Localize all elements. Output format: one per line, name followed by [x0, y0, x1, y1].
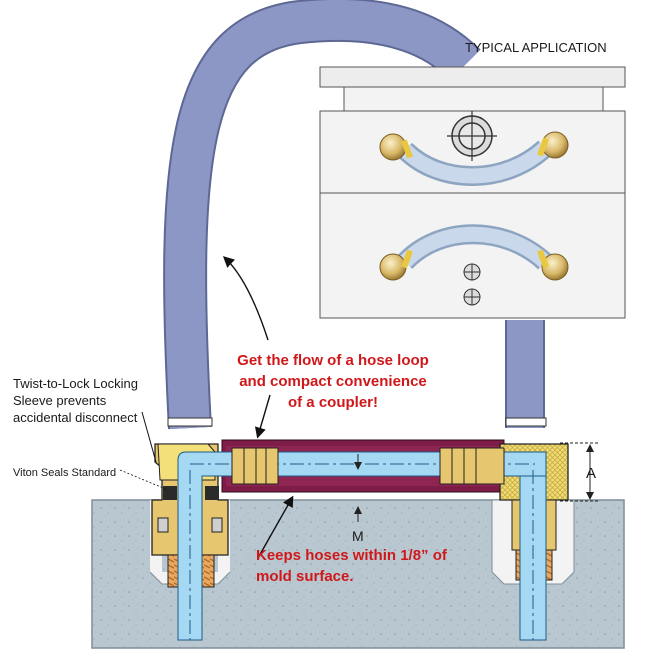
- inset-title: TYPICAL APPLICATION: [465, 40, 607, 55]
- sleeve-arrow: [254, 394, 271, 439]
- twist-lock-line-2: Sleeve prevents: [13, 393, 107, 408]
- viton-seals-label: Viton Seals Standard: [13, 467, 116, 479]
- hose-loop: [163, 0, 547, 430]
- viton-seal-leader: [119, 469, 169, 491]
- inset-hose-bottom: [379, 224, 569, 281]
- headline-line-3: of a coupler!: [288, 394, 378, 411]
- surface-note-line-1: Keeps hoses within 1/8” of: [256, 547, 448, 564]
- dimension-m-label: M: [352, 528, 364, 544]
- port-screw-icon: [463, 263, 481, 306]
- headline-line-2: and compact convenience: [239, 373, 427, 390]
- dimension-m: M: [352, 454, 364, 544]
- dimension-a: A: [560, 442, 600, 502]
- headline-line-1: Get the flow of a hose loop: [237, 352, 429, 369]
- surface-note: Keeps hoses within 1/8” of mold surface.: [256, 547, 448, 585]
- surface-note-line-2: mold surface.: [256, 568, 354, 585]
- coupler-insert: [231, 447, 505, 485]
- surface-arrow: [257, 495, 294, 559]
- twist-lock-leader: [141, 411, 157, 463]
- twist-lock-line-1: Twist-to-Lock Locking: [13, 376, 138, 391]
- headline: Get the flow of a hose loop and compact …: [237, 352, 429, 411]
- dimension-a-label: A: [586, 465, 596, 482]
- twist-lock-callout: Twist-to-Lock Locking Sleeve prevents ac…: [13, 376, 138, 425]
- hose-loop-arrow: [222, 256, 269, 341]
- gauge-crosshair-icon: [447, 111, 497, 161]
- typical-application-inset: [319, 66, 626, 319]
- inset-hose-top: [379, 131, 569, 186]
- twist-lock-line-3: accidental disconnect: [13, 410, 138, 425]
